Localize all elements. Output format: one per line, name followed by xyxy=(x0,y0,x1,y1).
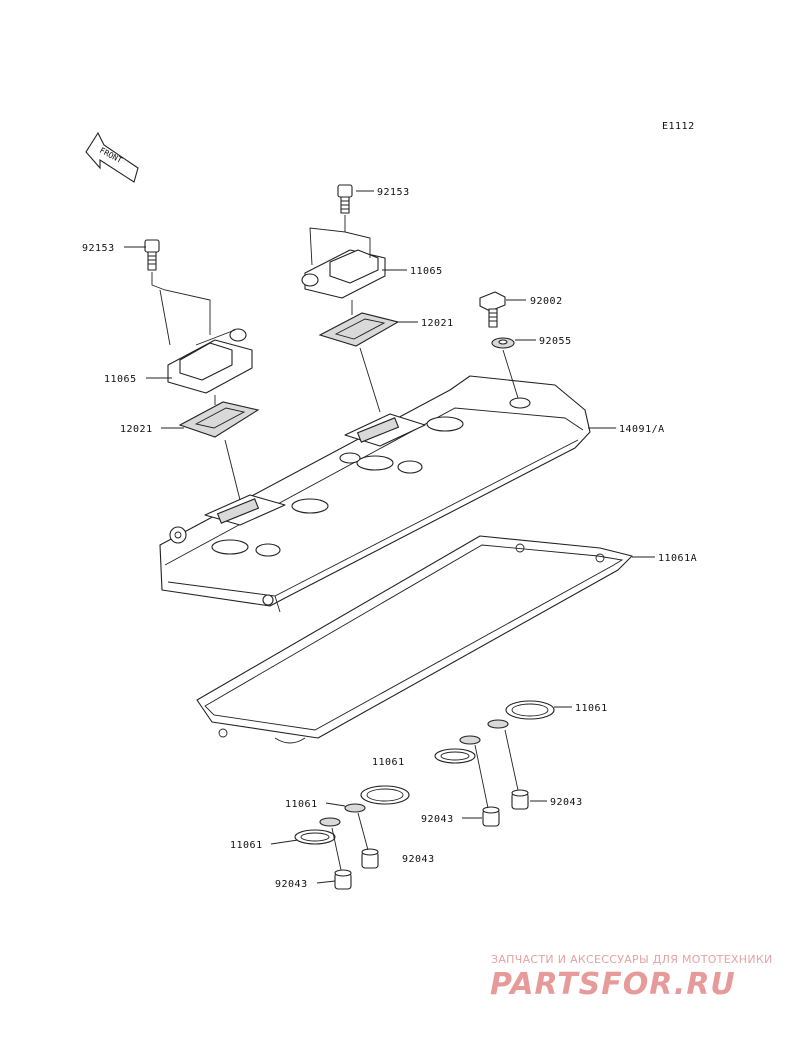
label-92043-a: 92043 xyxy=(550,797,583,808)
breather-cap-left xyxy=(167,328,253,394)
watermark: ЗАПЧАСТИ И АКСЕССУАРЫ ДЛЯ МОТОТЕХНИКИ PA… xyxy=(490,953,773,1002)
label-11065-left: 11065 xyxy=(104,374,137,385)
label-92153-right: 92153 xyxy=(377,187,410,198)
label-11061-a: 11061 xyxy=(575,703,608,714)
label-11061a: 11061A xyxy=(658,553,697,564)
watermark-tagline: ЗАПЧАСТИ И АКСЕССУАРЫ ДЛЯ МОТОТЕХНИКИ xyxy=(491,953,773,966)
label-92043-c: 92043 xyxy=(402,854,435,865)
breather-cap-right xyxy=(301,249,386,299)
plug-gasket-group-left xyxy=(294,785,410,890)
breather-gasket-left xyxy=(178,401,260,438)
label-14091a: 14091/A xyxy=(619,424,665,435)
label-12021-left: 12021 xyxy=(120,424,153,435)
label-92153-left: 92153 xyxy=(82,243,115,254)
front-arrow-icon: FRONT xyxy=(85,131,139,183)
washer-92055 xyxy=(491,337,515,349)
label-92043-d: 92043 xyxy=(275,879,308,890)
label-92002: 92002 xyxy=(530,296,563,307)
plug-gasket-group-right xyxy=(434,700,555,827)
watermark-logo: PARTSFOR.RU xyxy=(490,967,736,1002)
bolt-92002 xyxy=(479,291,506,328)
label-92043-b: 92043 xyxy=(421,814,454,825)
bolt-left xyxy=(144,239,160,271)
label-12021-right: 12021 xyxy=(421,318,454,329)
label-11061-d: 11061 xyxy=(230,840,263,851)
diagram-code: E1112 xyxy=(662,121,695,132)
leader-lines xyxy=(124,190,655,884)
cover-gasket xyxy=(196,535,633,744)
bolt-right xyxy=(337,184,353,214)
part-number-labels: 92153 92153 11065 11065 12021 12021 9200… xyxy=(82,187,697,890)
label-11061-b: 11061 xyxy=(372,757,405,768)
label-11061-c: 11061 xyxy=(285,799,318,810)
breather-gasket-right xyxy=(318,312,400,347)
label-11065-right: 11065 xyxy=(410,266,443,277)
cylinder-head-cover xyxy=(159,375,591,613)
label-92055: 92055 xyxy=(539,336,572,347)
